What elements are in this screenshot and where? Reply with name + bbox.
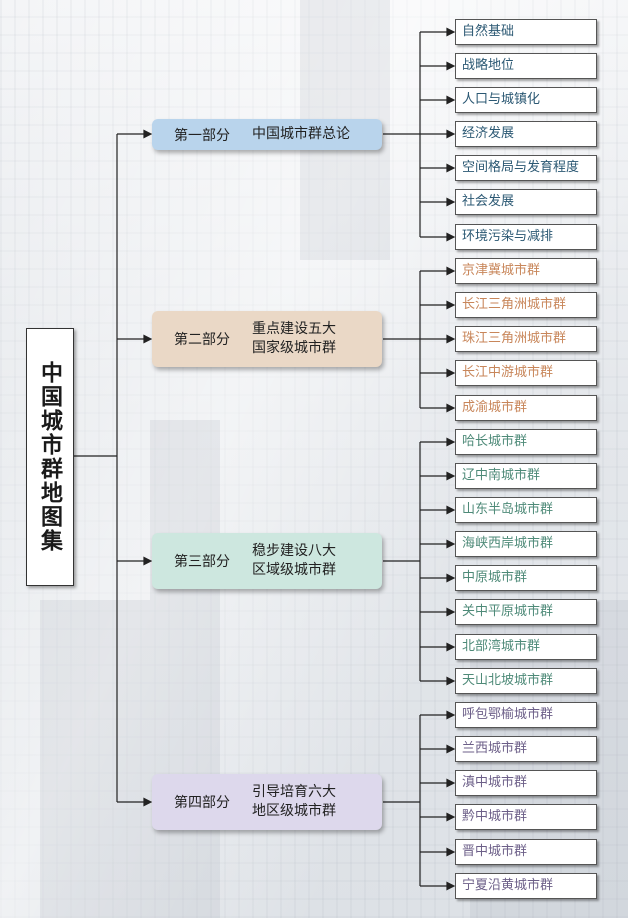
part-2-item: 京津冀城市群 — [455, 258, 597, 284]
part-3-item: 山东半岛城市群 — [455, 497, 597, 523]
part-1-item: 经济发展 — [455, 121, 597, 147]
part-1-item: 社会发展 — [455, 189, 597, 215]
part-1-item: 环境污染与减排 — [455, 224, 597, 250]
part-1-title: 中国城市群总论 — [252, 126, 350, 142]
part-4-item: 滇中城市群 — [455, 770, 597, 796]
part-2-item: 长江三角洲城市群 — [455, 292, 597, 318]
part-4-title: 引导培育六大地区级城市群 — [252, 784, 336, 819]
part-1-item: 自然基础 — [455, 19, 597, 45]
part-4-label: 第四部分 — [174, 795, 230, 811]
part-4-item: 呼包鄂榆城市群 — [455, 702, 597, 728]
part-3-title: 稳步建设八大区域级城市群 — [252, 543, 336, 578]
part-3-item: 中原城市群 — [455, 565, 597, 591]
part-2-title: 重点建设五大国家级城市群 — [252, 321, 336, 356]
part-3-item: 哈长城市群 — [455, 429, 597, 455]
atlas-title-box: 中国城市群地图集 — [26, 328, 74, 586]
part-3-item: 天山北坡城市群 — [455, 668, 597, 694]
part-3-item: 关中平原城市群 — [455, 599, 597, 625]
part-3-item: 北部湾城市群 — [455, 634, 597, 660]
part-1-label: 第一部分 — [174, 127, 230, 144]
part-4-item: 晋中城市群 — [455, 839, 597, 865]
part-3-label: 第三部分 — [174, 554, 230, 570]
part-3-box: 第三部分 稳步建设八大区域级城市群 — [152, 533, 382, 589]
part-2-item: 珠江三角洲城市群 — [455, 326, 597, 352]
part-1-item: 人口与城镇化 — [455, 87, 597, 113]
part-2-item: 长江中游城市群 — [455, 360, 597, 386]
part-2-box: 第二部分 重点建设五大国家级城市群 — [152, 311, 382, 367]
part-4-item: 宁夏沿黄城市群 — [455, 873, 597, 899]
atlas-title: 中国城市群地图集 — [37, 361, 63, 553]
part-4-item: 黔中城市群 — [455, 804, 597, 830]
part-2-label: 第二部分 — [174, 332, 230, 348]
part-4-box: 第四部分 引导培育六大地区级城市群 — [152, 774, 382, 830]
part-1-item: 空间格局与发育程度 — [455, 155, 597, 181]
part-3-item: 海峡西岸城市群 — [455, 531, 597, 557]
part-2-item: 成渝城市群 — [455, 395, 597, 421]
part-4-item: 兰西城市群 — [455, 736, 597, 762]
part-1-box: 第一部分 中国城市群总论 — [152, 119, 382, 150]
part-1-item: 战略地位 — [455, 53, 597, 79]
background-building — [150, 420, 220, 918]
part-3-item: 辽中南城市群 — [455, 463, 597, 489]
background-building — [40, 600, 150, 918]
